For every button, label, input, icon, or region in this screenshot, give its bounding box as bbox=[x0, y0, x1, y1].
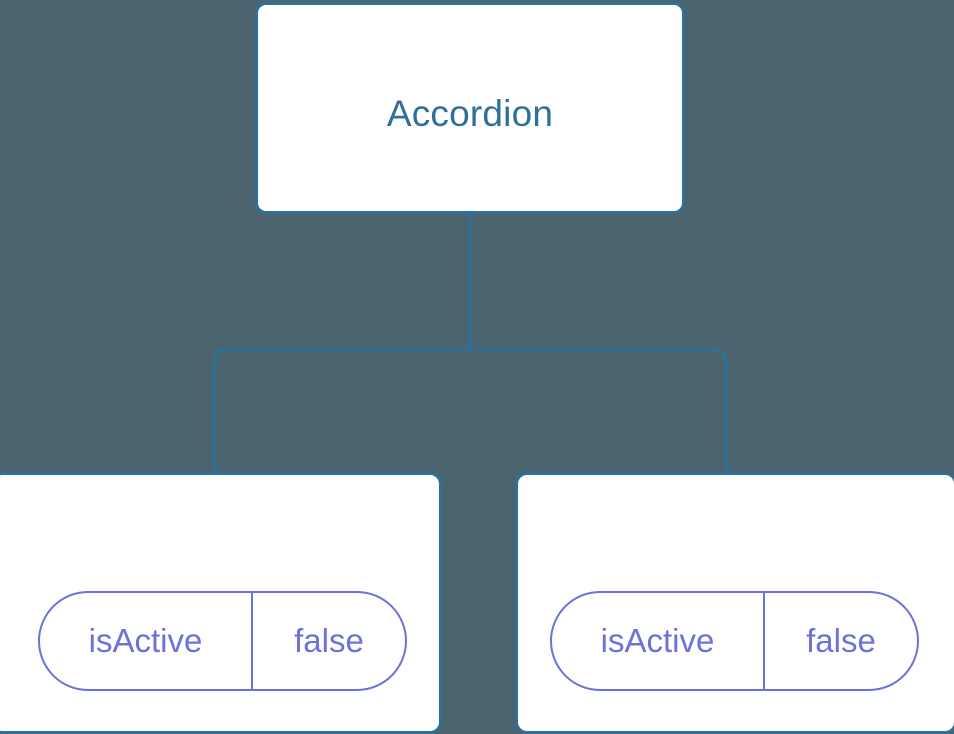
node-accordion[interactable]: Accordion bbox=[255, 2, 685, 214]
state-pill-key: isActive bbox=[40, 593, 253, 689]
edge-to-panel-left bbox=[212, 347, 470, 474]
state-pill-panel-right[interactable]: isActive false bbox=[550, 591, 919, 691]
node-accordion-title: Accordion bbox=[386, 93, 554, 134]
state-pill-key: isActive bbox=[552, 593, 765, 689]
state-pill-panel-left[interactable]: isActive false bbox=[38, 591, 407, 691]
state-pill-value: false bbox=[806, 622, 876, 659]
state-pill-value: false bbox=[294, 622, 364, 659]
edge-to-panel-right bbox=[470, 347, 728, 474]
